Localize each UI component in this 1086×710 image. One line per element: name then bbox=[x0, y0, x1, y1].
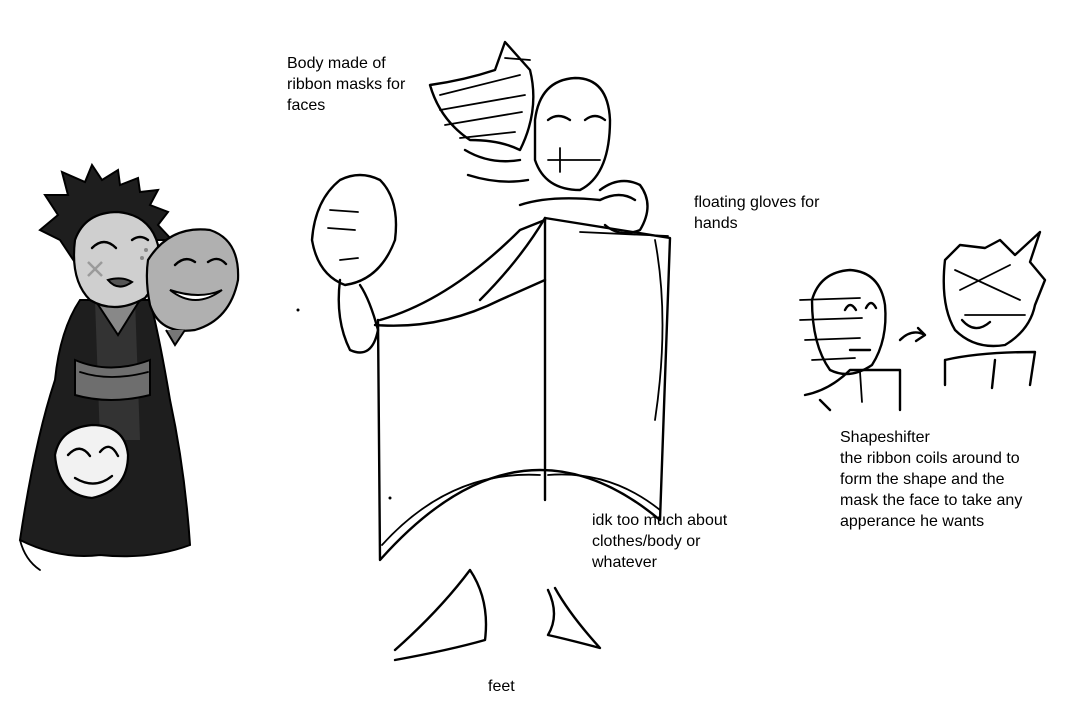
stray-dot bbox=[388, 496, 392, 500]
left-character-drawing bbox=[18, 162, 240, 571]
body-note: Body made of ribbon masks for faces bbox=[287, 53, 405, 116]
clothes-note-line: idk too much about bbox=[592, 512, 728, 529]
shapeshifter-note-line: the ribbon coils around to bbox=[840, 450, 1020, 467]
body-note-line: Body made of bbox=[287, 55, 386, 72]
clothes-note-line: clothes/body or bbox=[592, 533, 701, 550]
gloves-note-line: floating gloves for bbox=[694, 194, 820, 211]
feet-note-label: feet bbox=[488, 678, 515, 695]
body-note-line: ribbon masks for bbox=[287, 76, 406, 93]
shapeshifter-note-line: form the shape and the bbox=[840, 471, 1005, 488]
clothes-note-line: whatever bbox=[592, 554, 657, 571]
stray-dot bbox=[296, 308, 300, 312]
clothes-note: idk too much about clothes/body or whate… bbox=[592, 510, 727, 573]
body-note-line: faces bbox=[287, 97, 326, 114]
shapeshifter-note-line: apperance he wants bbox=[840, 513, 985, 530]
gloves-note: floating gloves for hands bbox=[694, 192, 819, 234]
shapeshifter-note: Shapeshifter the ribbon coils around to … bbox=[840, 427, 1022, 532]
gloves-note-line: hands bbox=[694, 215, 738, 232]
shapeshifter-note-line: Shapeshifter bbox=[840, 429, 930, 446]
feet-note: feet bbox=[488, 676, 515, 697]
shapeshifter-drawing bbox=[799, 230, 1047, 412]
shapeshifter-note-line: mask the face to take any bbox=[840, 492, 1023, 509]
ribbon-figure-drawing bbox=[310, 40, 672, 662]
